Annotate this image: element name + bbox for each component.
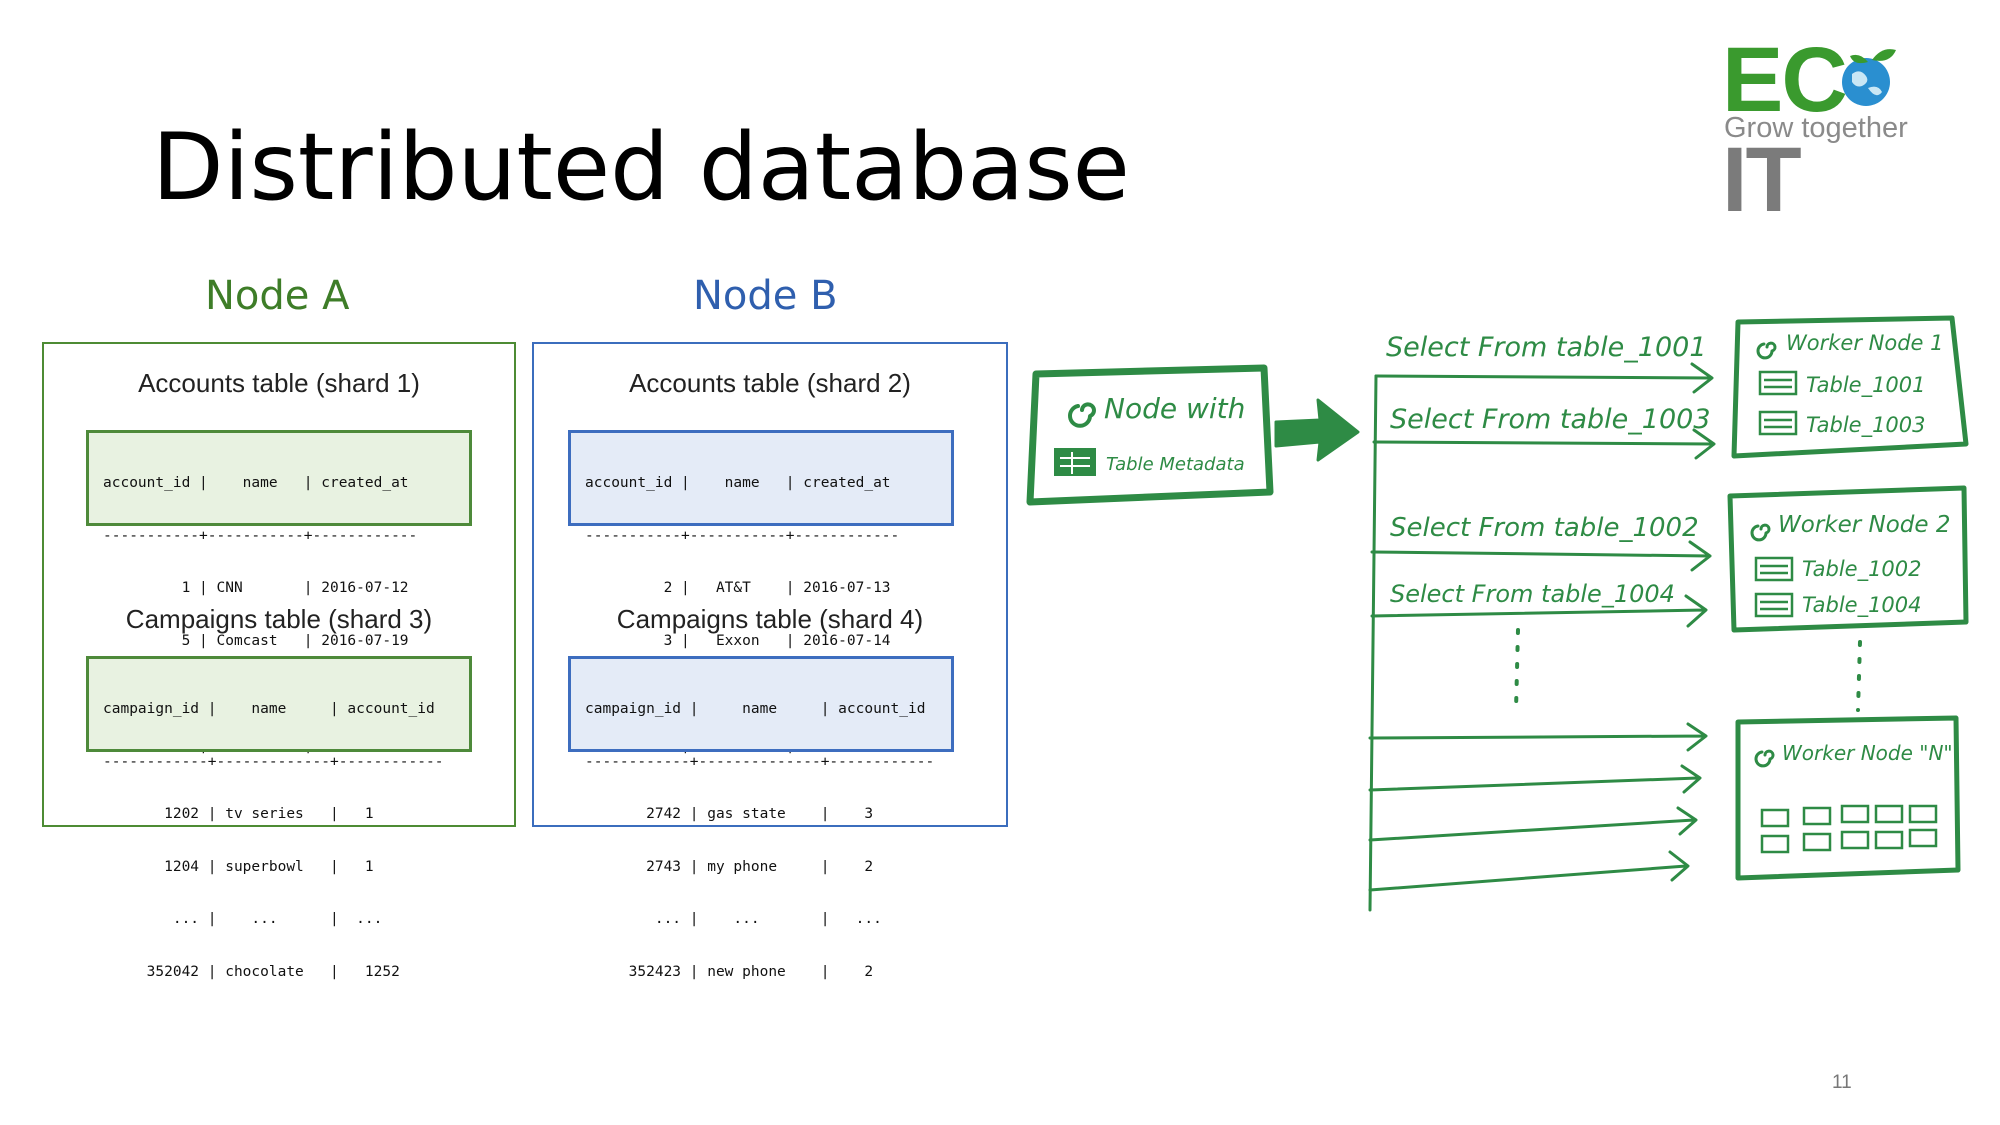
ellipsis-dots-left	[1514, 628, 1520, 712]
table-line: 352042 | chocolate | 1252	[103, 963, 400, 980]
worker-node-1-box	[1731, 315, 1969, 459]
query-label-4: Select From table_1004	[1390, 580, 1675, 608]
table-line: 1202 | tv series | 1	[103, 806, 374, 822]
table-line: 2742 | gas state | 3	[585, 806, 874, 822]
logo-text-prefix: EC	[1722, 29, 1848, 131]
table-line: 1 | CNN | 2016-07-12	[103, 580, 409, 596]
query-arrow-6	[1368, 764, 1702, 794]
table-line: 5 | Comcast | 2016-07-19	[103, 632, 409, 649]
table-icon-grid	[1760, 804, 1938, 854]
table-line: 2 | AT&T | 2016-07-13	[585, 580, 891, 596]
worker-node-1-title: Worker Node 1	[1786, 331, 1943, 355]
query-label-1: Select From table_1001	[1386, 332, 1707, 363]
campaigns-shard-4-caption: Campaigns table (shard 4)	[616, 604, 924, 634]
query-label-2: Select From table_1003	[1390, 404, 1711, 435]
accounts-shard-1-table: account_id | name | created_at ---------…	[86, 430, 472, 754]
ellipsis-dots-right	[1856, 640, 1862, 712]
query-arrow-8	[1368, 850, 1690, 892]
query-arrow-3	[1370, 540, 1712, 572]
globe-leaf-icon	[1842, 49, 1896, 106]
table-icon	[1758, 410, 1798, 436]
table-metadata-icon	[1054, 448, 1096, 476]
table-line: 1204 | superbowl | 1	[103, 858, 374, 875]
accounts-shard-1-caption: Accounts table (shard 1)	[138, 368, 420, 398]
table-line: campaign_id | name | account_id	[103, 701, 435, 717]
query-arrow-7	[1368, 806, 1698, 842]
table-line: 3 | Exxon | 2016-07-14	[585, 632, 891, 649]
query-arrow-4	[1370, 594, 1708, 628]
worker-1-table-2: Table_1003	[1806, 413, 1926, 438]
worker-node-2-box	[1727, 485, 1969, 633]
page-number: 11	[1832, 1072, 1852, 1093]
logo-wordmark: ECIT	[1722, 30, 1932, 230]
query-label-3: Select From table_1002	[1390, 513, 1699, 543]
table-line: -----------+-----------+------------	[585, 527, 900, 544]
node-b-panel: Accounts table (shard 2) account_id | na…	[532, 342, 1008, 980]
accounts-shard-2-caption: Accounts table (shard 2)	[629, 368, 911, 398]
worker-node-n-box	[1735, 715, 1961, 881]
table-line: 352423 | new phone | 2	[585, 963, 874, 980]
node-a-panel: Accounts table (shard 1) account_id | na…	[42, 342, 516, 980]
coordinator-arrow-icon	[1274, 398, 1360, 462]
table-line: -----------+-----------+------------	[103, 527, 418, 544]
table-line: account_id | name | created_at	[585, 475, 891, 491]
spiral-icon	[1068, 402, 1096, 428]
table-line: ... | ... | ...	[103, 911, 383, 927]
routing-trunk-line	[1368, 374, 1378, 912]
table-line: ------------+-------------+------------	[103, 753, 444, 770]
campaigns-shard-3-caption: Campaigns table (shard 3)	[125, 604, 433, 634]
table-line: ... | ... | ...	[585, 911, 882, 927]
coordinator-label-line1: Node with	[1104, 392, 1245, 425]
campaigns-shard-3-table: campaign_id | name | account_id --------…	[86, 656, 472, 980]
coordinator-node-box	[1026, 364, 1274, 506]
spiral-icon	[1756, 341, 1777, 360]
worker-node-n-title: Worker Node "N"	[1782, 741, 1953, 765]
worker-node-2-title: Worker Node 2	[1778, 512, 1950, 538]
campaigns-shard-4-table: campaign_id | name | account_id --------…	[568, 656, 954, 980]
coordinator-label-line2: Table Metadata	[1106, 454, 1245, 475]
accounts-shard-2-table: account_id | name | created_at ---------…	[568, 430, 954, 754]
query-arrow-2	[1372, 428, 1716, 460]
spiral-icon	[1750, 523, 1771, 542]
node-b-label: Node B	[693, 273, 838, 319]
worker-1-table-1: Table_1001	[1806, 373, 1926, 398]
spiral-icon	[1754, 749, 1775, 768]
ecoit-logo: ECIT Grow together	[1722, 30, 1932, 230]
query-arrow-5	[1368, 722, 1708, 752]
logo-tagline: Grow together	[1724, 112, 1908, 144]
node-a-label: Node A	[205, 273, 350, 319]
worker-2-table-2: Table_1004	[1802, 593, 1922, 618]
table-icon	[1754, 592, 1794, 618]
table-line: 2743 | my phone | 2	[585, 858, 874, 875]
query-routing-diagram: Node with Table Metadata Select From tab…	[1026, 315, 1969, 912]
table-line: account_id | name | created_at	[103, 475, 409, 491]
table-line: campaign_id | name | account_id	[585, 701, 926, 717]
query-arrow-1	[1374, 362, 1714, 394]
logo-text-suffix: IT	[1722, 129, 1802, 231]
slide-title: Distributed database	[152, 113, 1130, 221]
table-line: ------------+--------------+------------	[585, 753, 935, 770]
table-icon	[1758, 370, 1798, 396]
table-icon	[1754, 556, 1794, 582]
worker-2-table-1: Table_1002	[1802, 557, 1922, 582]
